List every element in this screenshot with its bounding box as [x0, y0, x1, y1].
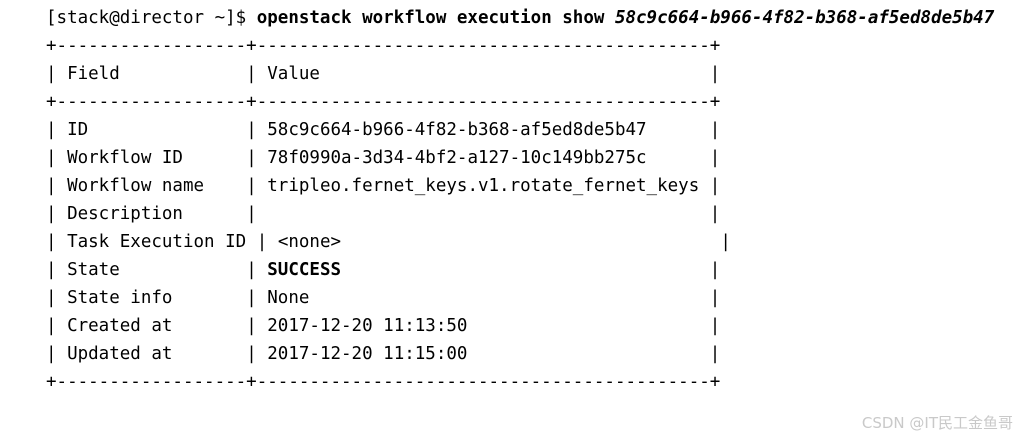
- shell-command-argument: 58c9c664-b966-4f82-b368-af5ed8de5b47: [614, 8, 995, 28]
- row-field-label: Description: [67, 204, 236, 224]
- row-value: 2017-12-20 11:15:00: [267, 344, 700, 364]
- row-left-border: |: [46, 260, 68, 280]
- table-row: | Created at | 2017-12-20 11:13:50 |: [46, 312, 1006, 340]
- row-field-label: State: [67, 260, 236, 280]
- table-row: | Task Execution ID | <none> |: [46, 228, 1006, 256]
- row-right-border: |: [699, 288, 721, 308]
- row-right-border: |: [699, 344, 721, 364]
- row-left-border: |: [46, 148, 68, 168]
- table-border-bottom: +------------------+--------------------…: [46, 372, 721, 392]
- table-row: | Workflow ID | 78f0990a-3d34-4bf2-a127-…: [46, 144, 1006, 172]
- row-middle-border: |: [235, 204, 268, 224]
- row-value: None: [267, 288, 700, 308]
- table-row: | State info | None |: [46, 284, 1006, 312]
- table-row: | Updated at | 2017-12-20 11:15:00 |: [46, 340, 1006, 368]
- row-right-border: |: [699, 176, 721, 196]
- row-middle-border: |: [235, 344, 268, 364]
- row-left-border: |: [46, 344, 68, 364]
- row-right-border: |: [699, 260, 721, 280]
- row-field-label: Updated at: [67, 344, 236, 364]
- row-right-border: |: [699, 316, 721, 336]
- row-value: tripleo.fernet_keys.v1.rotate_fernet_key…: [267, 176, 700, 196]
- row-right-border: |: [699, 120, 721, 140]
- table-row: | State | SUCCESS |: [46, 256, 1006, 284]
- row-value: [267, 204, 699, 224]
- row-middle-border: |: [235, 176, 268, 196]
- row-middle-border: |: [235, 316, 268, 336]
- row-middle-border: |: [235, 288, 268, 308]
- row-field-label: Workflow name: [67, 176, 236, 196]
- row-field-label: Created at: [67, 316, 236, 336]
- row-left-border: |: [46, 204, 68, 224]
- row-right-border: |: [709, 232, 731, 252]
- row-left-border: |: [46, 232, 68, 252]
- row-middle-border: |: [246, 232, 278, 252]
- row-value: <none>: [277, 232, 710, 252]
- table-row: | Workflow name | tripleo.fernet_keys.v1…: [46, 172, 1006, 200]
- row-value: 78f0990a-3d34-4bf2-a127-10c149bb275c: [267, 148, 700, 168]
- watermark: CSDN @IT民工金鱼哥: [861, 414, 1013, 432]
- row-left-border: |: [46, 176, 68, 196]
- row-value: 2017-12-20 11:13:50: [267, 316, 700, 336]
- table-border-top: +------------------+--------------------…: [46, 36, 721, 56]
- row-left-border: |: [46, 288, 68, 308]
- row-left-border: |: [46, 316, 68, 336]
- command-line: [stack@director ~]$ openstack workflow e…: [46, 4, 1006, 32]
- row-field-label: Workflow ID: [67, 148, 236, 168]
- row-middle-border: |: [235, 148, 268, 168]
- shell-command: openstack workflow execution show: [256, 8, 615, 28]
- row-left-border: |: [46, 120, 68, 140]
- row-field-label: Task Execution ID: [67, 232, 247, 252]
- row-field-label: ID: [67, 120, 236, 140]
- row-right-border: |: [699, 148, 721, 168]
- table-body: | ID | 58c9c664-b966-4f82-b368-af5ed8de5…: [46, 116, 1006, 368]
- terminal-output: [stack@director ~]$ openstack workflow e…: [46, 4, 1006, 396]
- table-row: | Description | |: [46, 200, 1006, 228]
- row-middle-border: |: [235, 120, 268, 140]
- row-value: 58c9c664-b966-4f82-b368-af5ed8de5b47: [267, 120, 700, 140]
- table-border-header: +------------------+--------------------…: [46, 92, 721, 112]
- row-field-label: State info: [67, 288, 236, 308]
- shell-prompt: [stack@director ~]$: [46, 8, 257, 28]
- row-right-border: |: [699, 204, 721, 224]
- row-middle-border: |: [235, 260, 268, 280]
- row-value: SUCCESS: [267, 260, 700, 280]
- table-row: | ID | 58c9c664-b966-4f82-b368-af5ed8de5…: [46, 116, 1006, 144]
- table-header-row: | Field | Value |: [46, 64, 721, 84]
